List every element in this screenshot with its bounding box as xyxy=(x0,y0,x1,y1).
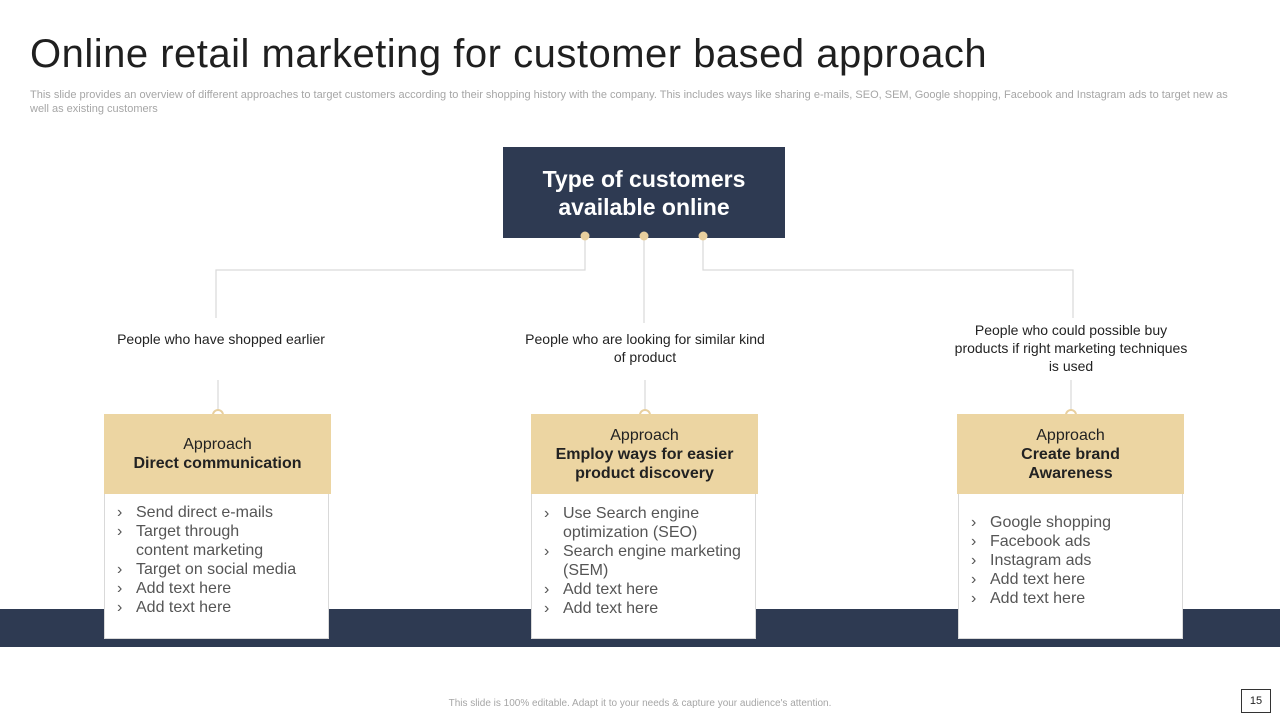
chevron-right-icon: › xyxy=(971,514,977,531)
root-node: Type of customers available online xyxy=(503,147,785,238)
chevron-right-icon: › xyxy=(117,580,123,597)
caption-looking-for-similar: People who are looking for similar kind … xyxy=(525,331,765,365)
list-item: ›Add text here xyxy=(971,571,1086,588)
approach-label: Approach xyxy=(183,436,252,453)
connector-right xyxy=(702,236,1074,318)
approach-header-direct-communication: Approach Direct communication xyxy=(104,414,331,494)
list-item: ›Search engine marketing (SEM) xyxy=(544,543,741,579)
list-item: ›Google shopping xyxy=(971,514,1111,531)
approach-header-brand-awareness: Approach Create brand Awareness xyxy=(957,414,1184,494)
chevron-right-icon: › xyxy=(971,571,977,588)
list-item: ›Add text here xyxy=(117,599,232,616)
page-number: 15 xyxy=(1241,689,1271,713)
list-item: ›Instagram ads xyxy=(971,552,1092,569)
list-item: ›Add text here xyxy=(544,581,659,598)
caption-possible-buyers: People who could possible buy products i… xyxy=(954,322,1188,374)
list-item: ›Use Search engine optimization (SEO) xyxy=(544,505,700,541)
chevron-right-icon: › xyxy=(544,600,550,617)
list-item: ›Add text here xyxy=(117,580,232,597)
list-item: ›Target through content marketing xyxy=(117,523,264,559)
list-item: ›Add text here xyxy=(544,600,659,617)
chevron-right-icon: › xyxy=(117,599,123,616)
approach-list-brand-awareness: ›Google shopping ›Facebook ads ›Instagra… xyxy=(958,494,1183,639)
chevron-right-icon: › xyxy=(544,505,550,522)
approach-name: Direct communication xyxy=(133,455,302,472)
approach-header-product-discovery: Approach Employ ways for easier product … xyxy=(531,414,758,494)
list-item: ›Facebook ads xyxy=(971,533,1091,550)
root-label: Type of customers available online xyxy=(542,165,746,220)
chevron-right-icon: › xyxy=(117,504,123,521)
list-item: ›Send direct e-mails xyxy=(117,504,273,521)
list-item: ›Add text here xyxy=(971,590,1086,607)
footer-note: This slide is 100% editable. Adapt it to… xyxy=(448,698,832,709)
caption-shopped-earlier: People who have shopped earlier xyxy=(117,331,325,347)
chevron-right-icon: › xyxy=(971,590,977,607)
approach-name: Create brand Awareness xyxy=(1021,445,1120,482)
slide-title: Online retail marketing for customer bas… xyxy=(30,32,988,76)
chevron-right-icon: › xyxy=(544,543,550,560)
approach-name: Employ ways for easier product discovery xyxy=(555,445,734,482)
approach-list-direct-communication: ›Send direct e-mails ›Target through con… xyxy=(104,494,329,639)
connector-left xyxy=(215,236,586,318)
chevron-right-icon: › xyxy=(117,561,123,578)
chevron-right-icon: › xyxy=(544,581,550,598)
chevron-right-icon: › xyxy=(971,552,977,569)
approach-label: Approach xyxy=(1036,426,1105,444)
chevron-right-icon: › xyxy=(117,523,123,540)
approach-label: Approach xyxy=(610,426,679,444)
chevron-right-icon: › xyxy=(971,533,977,550)
slide-subtitle: This slide provides an overview of diffe… xyxy=(30,89,1228,115)
approach-list-product-discovery: ›Use Search engine optimization (SEO) ›S… xyxy=(531,494,756,639)
list-item: ›Target on social media xyxy=(117,561,297,578)
